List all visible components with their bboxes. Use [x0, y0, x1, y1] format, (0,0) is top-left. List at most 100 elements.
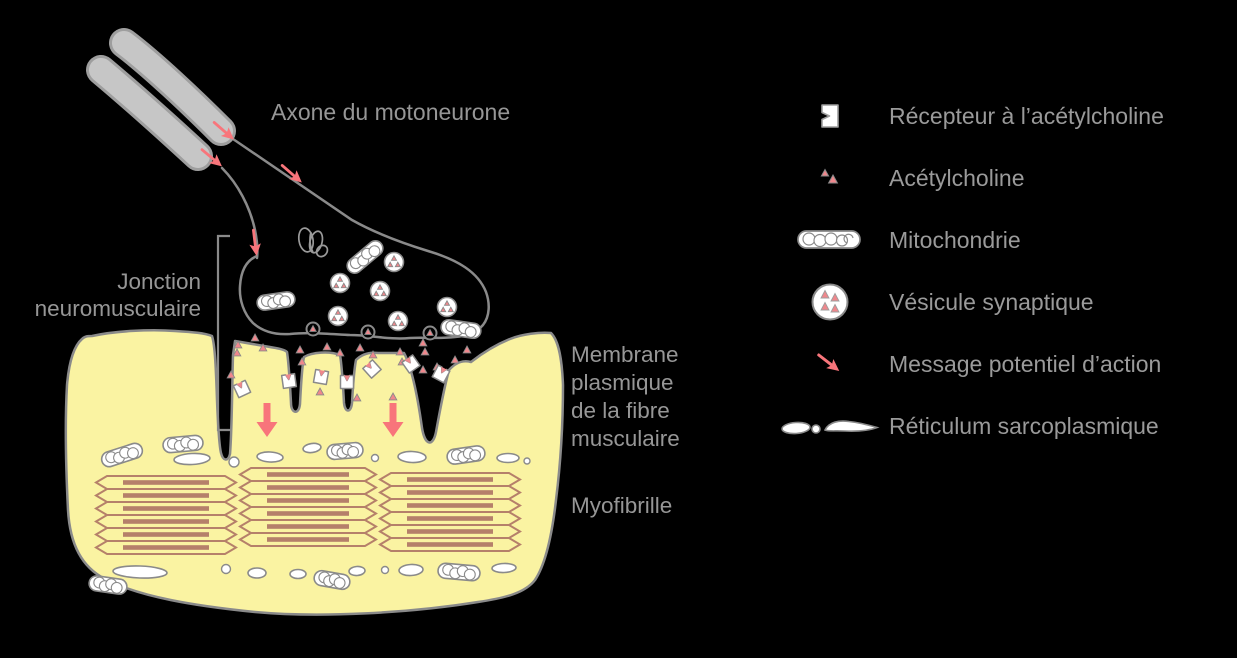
- sarcomere: [238, 532, 378, 547]
- acetylcholine-triangle: [394, 261, 402, 268]
- myosin-band: [407, 542, 493, 547]
- acetylcholine-triangle: [250, 333, 260, 342]
- legend-label: Récepteur à l’acétylcholine: [889, 102, 1164, 129]
- action-potential-arrow-large: [256, 403, 404, 437]
- legend: Récepteur à l’acétylcholine Acétylcholin…: [770, 85, 1164, 457]
- myosin-band: [123, 519, 209, 524]
- legend-label: Message potentiel d’action: [889, 350, 1162, 377]
- acetylcholine-triangle: [372, 290, 380, 297]
- sarcoplasmic-reticulum: [491, 562, 517, 574]
- acetylcholine-triangle: [380, 290, 388, 297]
- reticulum-dot: [370, 453, 380, 463]
- acetylcholine-triangle: [443, 299, 451, 306]
- myosin-band: [267, 524, 349, 529]
- acetylcholine-triangle: [336, 275, 344, 282]
- acetylcholine-receptor: [280, 372, 298, 390]
- action-potential-arrow: [280, 164, 302, 183]
- mitochondrion: [100, 442, 144, 468]
- axon-label: Axone du motoneurone: [271, 99, 511, 125]
- acetylcholine-triangle: [447, 306, 455, 313]
- myosin-band: [407, 529, 493, 534]
- acetylcholine-triangle: [388, 392, 398, 401]
- legend-label: Vésicule synaptique: [889, 288, 1094, 315]
- junction-label-line2: neuromusculaire: [34, 296, 201, 321]
- acetylcholine-triangle: [322, 342, 332, 351]
- junction-label: Jonction neuromusculaire: [0, 268, 201, 322]
- action-potential-arrow-icon: [816, 353, 839, 372]
- legend-label: Acétylcholine: [889, 164, 1025, 191]
- neuromuscular-junction-diagram: [64, 28, 565, 616]
- mitochondrion-icon: [796, 230, 861, 249]
- sarcomere: [94, 540, 238, 555]
- myosin-band: [267, 498, 349, 503]
- synaptic-vesicle: [387, 310, 409, 332]
- membrane-label-line4: musculaire: [571, 426, 680, 451]
- sarcoplasmic-reticulum: [256, 451, 284, 463]
- sarcoplasmic-reticulum: [397, 450, 427, 464]
- acetylcholine-triangle: [233, 340, 243, 349]
- acetylcholine-triangle: [462, 345, 472, 354]
- acetylcholine-triangle: [332, 282, 340, 289]
- myelin-sheath: [86, 28, 236, 171]
- acetylcholine-triangle: [368, 350, 378, 359]
- muscle-organelles: [88, 434, 531, 595]
- acetylcholine-triangle: [226, 370, 236, 379]
- mitochondrion: [88, 575, 128, 595]
- myofibril-label: Myofibrille: [571, 493, 673, 518]
- acetylcholine-triangle: [390, 254, 398, 261]
- acetylcholine-triangle: [395, 347, 405, 356]
- acetylcholine-triangle: [439, 306, 447, 313]
- mitochondrion: [256, 291, 296, 311]
- myosin-band: [267, 537, 349, 542]
- legend-label: Réticulum sarcoplasmique: [889, 412, 1159, 439]
- acetylcholine-triangle: [334, 308, 342, 315]
- myosin-band: [407, 490, 493, 495]
- action-potential-arrow: [200, 148, 222, 167]
- legend-item-reticulum: Réticulum sarcoplasmique: [770, 395, 1164, 457]
- mitochondrion: [446, 445, 486, 465]
- acetylcholine-triangle: [376, 283, 384, 290]
- acetylcholine-receptors: [232, 354, 451, 399]
- acetylcholine-triangle: [418, 338, 428, 347]
- exocytosis-sites: [305, 321, 438, 341]
- acetylcholine-triangle: [426, 328, 434, 336]
- acetylcholine-triangle: [352, 393, 362, 402]
- myosin-band: [123, 545, 209, 550]
- acetylcholine-triangle: [364, 327, 372, 335]
- acetylcholine-triangle: [309, 324, 317, 332]
- synaptic-vesicle: [327, 305, 349, 327]
- mitochondrion: [313, 569, 351, 591]
- action-potential-arrow: [212, 121, 234, 140]
- myosin-band: [267, 472, 349, 477]
- acetylcholine-receptor: [232, 379, 252, 399]
- mitochondrion: [326, 441, 364, 461]
- action-potential-arrows: [200, 121, 302, 256]
- junction-bracket: [216, 234, 230, 432]
- reticulum-dot: [380, 565, 390, 575]
- mitochondrion: [346, 240, 384, 274]
- sarcoplasmic-reticulum-icon: [780, 420, 880, 435]
- acetylcholine-triangle: [398, 320, 406, 327]
- sarcoplasmic-reticulum: [496, 452, 520, 464]
- axon-line: [220, 166, 259, 260]
- acetylcholine-receptor: [339, 374, 355, 390]
- legend-item-action-potential: Message potentiel d’action: [770, 333, 1164, 395]
- sarcoplasmic-reticulum: [112, 565, 168, 579]
- myosin-band: [123, 480, 209, 485]
- membrane-label-line1: Membrane: [571, 342, 679, 367]
- acetylcholine-triangle: [338, 315, 346, 322]
- acetylcholine-triangle: [390, 320, 398, 327]
- mitochondrion: [440, 318, 482, 340]
- junction-label-line1: Jonction: [117, 269, 201, 294]
- acetylcholine-triangle: [232, 348, 242, 357]
- acetylcholine-triangle: [420, 347, 430, 356]
- sarcomere: [378, 537, 522, 552]
- synaptic-vesicle: [369, 280, 391, 302]
- acetylcholine-receptor: [362, 359, 382, 379]
- acetylcholine-triangle: [335, 348, 345, 357]
- acetylcholine-triangle: [450, 355, 460, 364]
- acetylcholine-triangle: [315, 387, 325, 396]
- acetylcholine-receptor: [312, 368, 330, 386]
- myosin-band: [123, 506, 209, 511]
- sarcoplasmic-reticulum: [398, 563, 424, 577]
